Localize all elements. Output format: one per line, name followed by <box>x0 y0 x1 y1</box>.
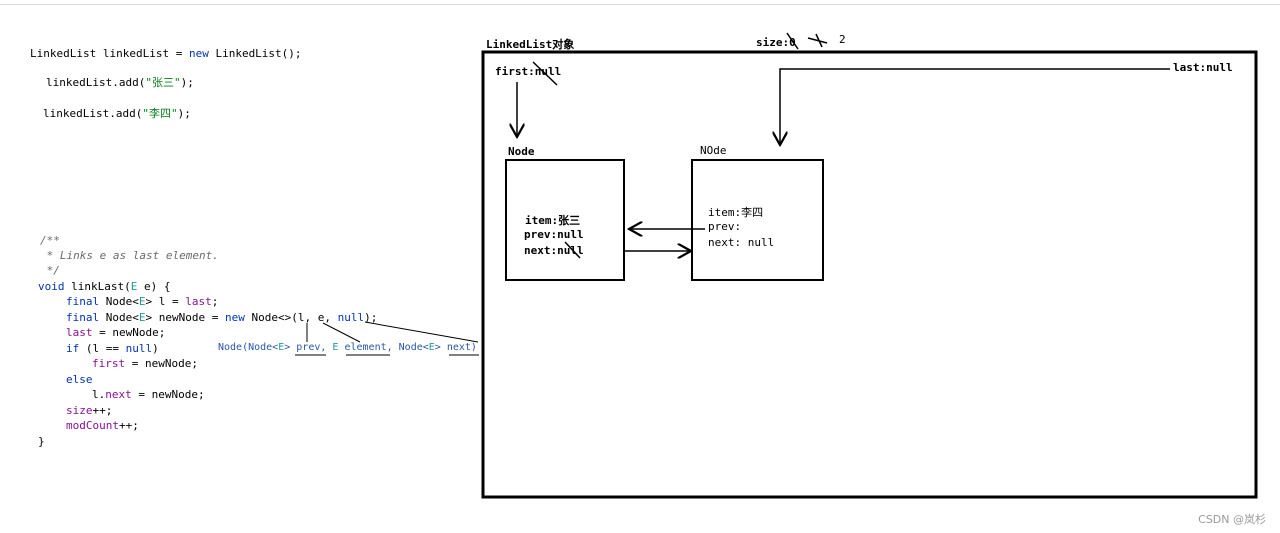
last-label: last:null <box>1173 61 1233 74</box>
code-line-new-node: final Node<E> newNode = new Node<>(l, e,… <box>66 311 378 324</box>
strike-size-1b <box>815 33 823 48</box>
doc-comment-body: * Links e as last element. <box>40 249 219 262</box>
code-line-first-assign: first = newNode; <box>92 357 198 370</box>
hint-connector-e <box>322 322 361 343</box>
node1-title: Node <box>508 145 535 158</box>
strike-size-0 <box>786 32 799 50</box>
constructor-hint: Node(Node<E> prev, E element, Node<E> ne… <box>218 342 477 353</box>
code-line-last-assign: last = newNode; <box>66 326 166 339</box>
strike-next-null <box>564 241 581 259</box>
code-line-close-brace: } <box>38 435 45 448</box>
hint-connector-null <box>364 321 479 343</box>
node2-item: item:李四 <box>708 206 764 219</box>
code-line-modcount: modCount++; <box>66 419 139 432</box>
linkedlist-object-label: LinkedList对象 <box>486 38 575 51</box>
linkedlist-object-box <box>481 50 1258 499</box>
doc-comment-open: /** <box>40 234 60 247</box>
top-divider <box>0 4 1280 5</box>
node1-prev: prev:null <box>524 228 584 241</box>
code-line-if: if (l == null) <box>66 342 159 355</box>
node2-box <box>691 159 824 281</box>
code-line-size: size++; <box>66 404 113 417</box>
code-line-next-assign: l.next = newNode; <box>92 388 205 401</box>
first-label: first:null <box>495 65 562 78</box>
node2-next: next: null <box>708 236 775 249</box>
snippet-declaration: LinkedList linkedList = new LinkedList()… <box>30 47 302 60</box>
strike-first-null <box>532 61 558 86</box>
node1-item: item:张三 <box>525 214 581 227</box>
node2-title: NOde <box>700 144 727 157</box>
node2-prev: prev: <box>708 220 742 233</box>
strike-size-1 <box>807 37 828 44</box>
code-line-signature: void linkLast(E e) { <box>38 280 171 293</box>
size-extra-label: 2 <box>839 33 846 46</box>
last-arrow <box>780 68 1170 145</box>
code-line-final-l: final Node<E> l = last; <box>66 295 219 308</box>
snippet-add-1: linkedList.add("张三"); <box>46 76 194 89</box>
watermark: CSDN @岚杉 <box>1198 513 1266 526</box>
snippet-add-2: linkedList.add("李四"); <box>43 107 191 120</box>
size-label: size:0 <box>756 36 796 49</box>
doc-comment-close: */ <box>40 264 60 277</box>
node1-box <box>505 159 625 281</box>
code-line-else: else <box>66 373 93 386</box>
node1-next: next:null <box>524 244 584 257</box>
